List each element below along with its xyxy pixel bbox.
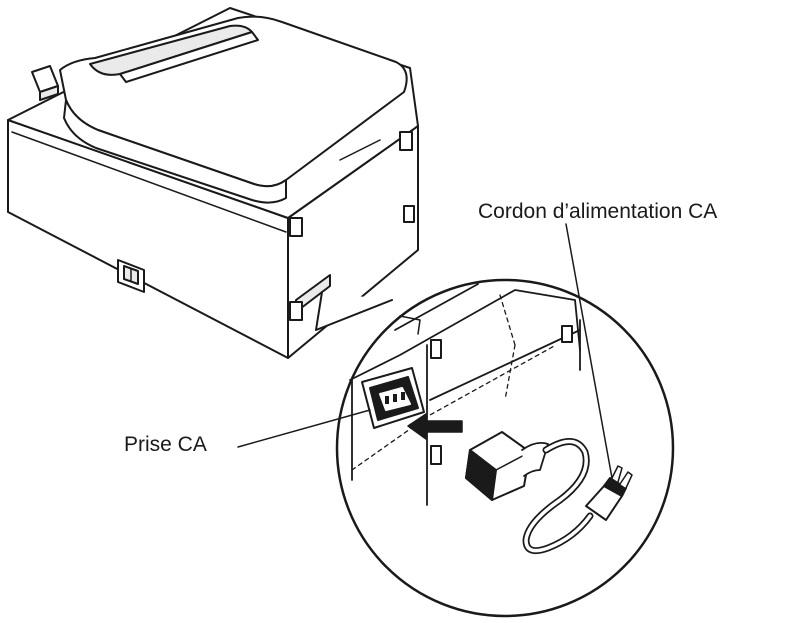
magnified-detail xyxy=(335,278,675,618)
power-cord-leader-line xyxy=(565,223,613,479)
ac-socket-leader-line xyxy=(237,409,371,448)
power-plug xyxy=(585,465,633,521)
callout-wedge xyxy=(315,291,393,331)
power-cord-connector xyxy=(465,431,549,501)
insertion-arrow xyxy=(407,413,463,440)
printer xyxy=(7,7,419,359)
power-cord-label: Cordon d’alimentation CA xyxy=(478,200,718,223)
side-mark xyxy=(289,301,303,321)
panel-tab xyxy=(430,339,442,359)
panel-tab xyxy=(561,325,573,343)
side-mark xyxy=(403,205,415,223)
panel-tab xyxy=(430,445,442,465)
side-mark xyxy=(399,131,413,151)
power-switch xyxy=(117,259,145,293)
printer-cover-lip xyxy=(63,99,287,204)
ac-socket-label: Prise CA xyxy=(124,433,207,456)
ac-socket xyxy=(361,367,425,429)
side-mark xyxy=(289,217,303,237)
